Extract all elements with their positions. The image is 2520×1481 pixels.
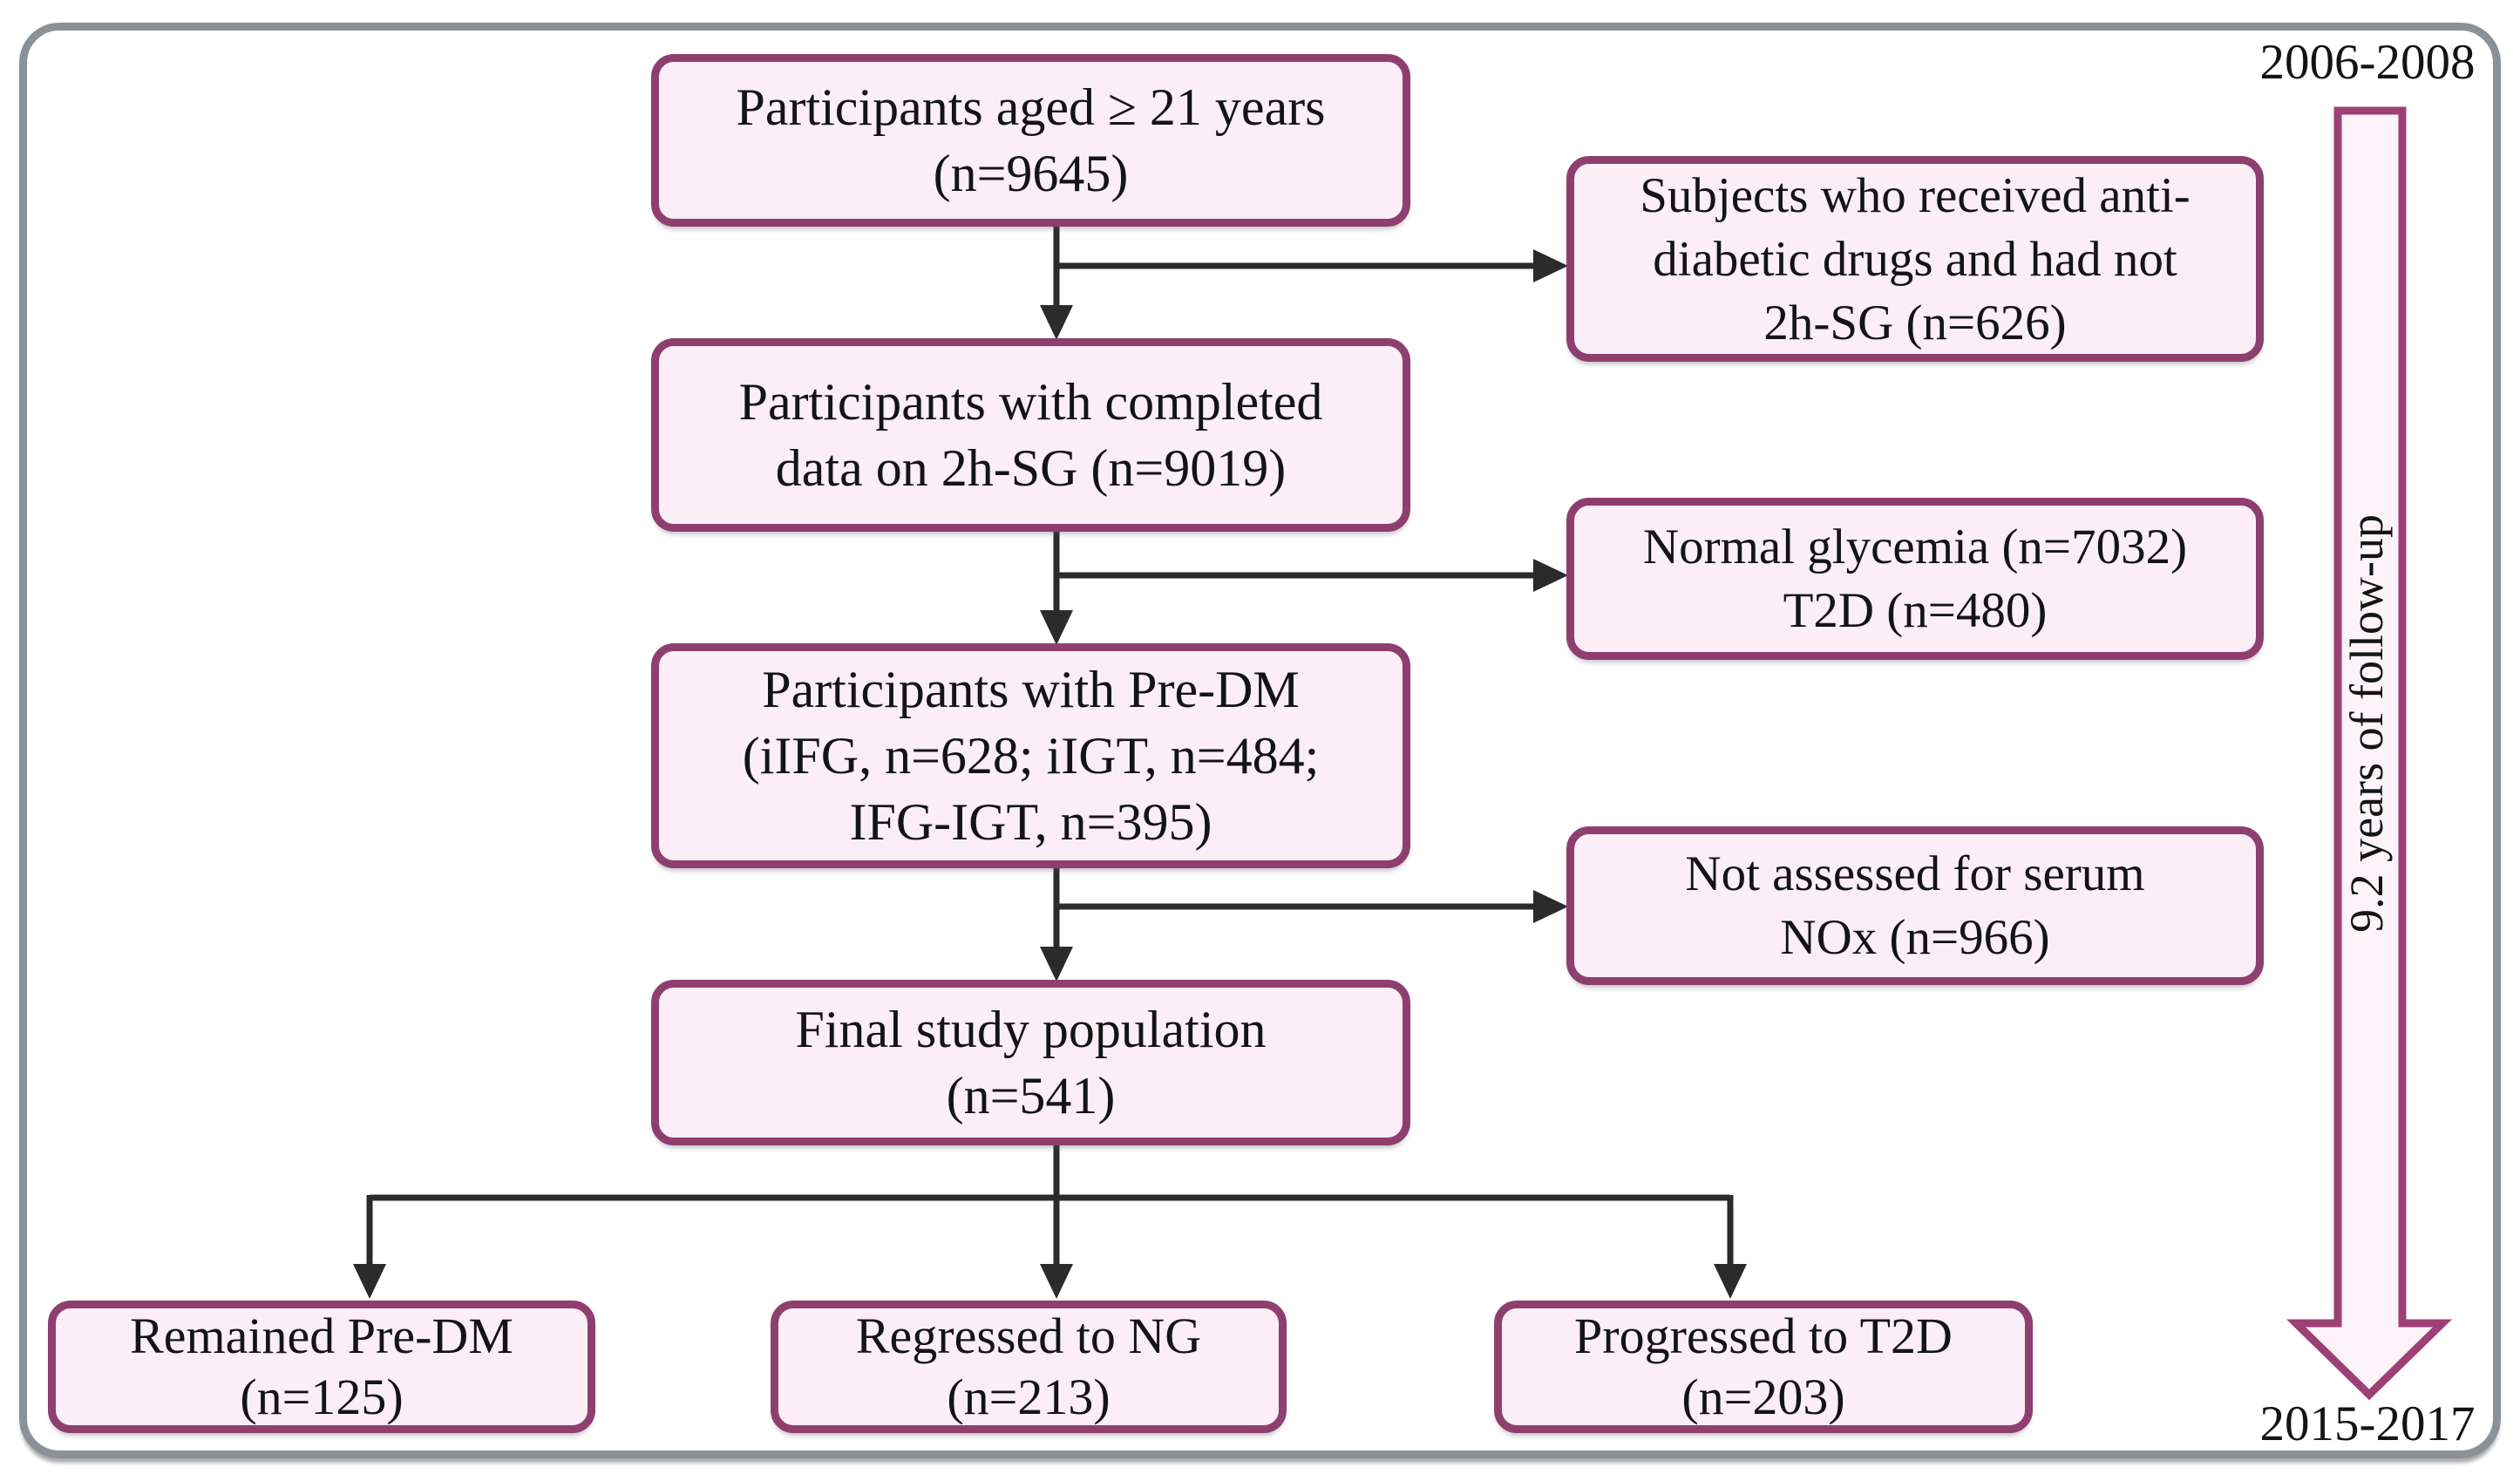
box-final-population: Final study population (n=541): [651, 980, 1410, 1145]
box-text-line: (n=213): [947, 1369, 1111, 1425]
box-outcome-progressed-t2d: Progressed to T2D (n=203): [1494, 1301, 2033, 1433]
box-text-line: Progressed to T2D: [1574, 1308, 1953, 1364]
box-text-line: Not assessed for serum: [1685, 846, 2145, 901]
period-start-label: 2006-2008: [2259, 35, 2476, 90]
box-text-line: T2D (n=480): [1783, 583, 2048, 638]
box-text-line: NOx (n=966): [1780, 910, 2050, 965]
box-outcome-regressed-ng: Regressed to NG (n=213): [771, 1301, 1287, 1433]
box-text-line: (n=541): [946, 1067, 1116, 1124]
box-prediabetes: Participants with Pre-DM (iIFG, n=628; i…: [651, 643, 1410, 868]
followup-duration-label-wrap: 9.2 years of follow-up: [2333, 209, 2401, 1238]
box-text-line: IFG-IGT, n=395): [849, 793, 1212, 851]
period-end-label: 2015-2017: [2259, 1396, 2476, 1451]
box-text-line: Final study population: [795, 1001, 1267, 1058]
box-participants-eligible: Participants aged ≥ 21 years (n=9645): [651, 54, 1410, 227]
box-text-line: Participants aged ≥ 21 years: [736, 78, 1326, 136]
box-completed-2hsg: Participants with completed data on 2h-S…: [651, 338, 1410, 532]
box-text-line: data on 2h-SG (n=9019): [775, 439, 1287, 497]
box-text-line: (iIFG, n=628; iIGT, n=484;: [742, 727, 1320, 785]
box-text-line: diabetic drugs and had not: [1653, 231, 2177, 287]
box-text-line: Participants with completed: [738, 373, 1323, 431]
box-text-line: Regressed to NG: [855, 1308, 1202, 1364]
box-text-line: Participants with Pre-DM: [762, 661, 1300, 718]
box-text-line: (n=203): [1681, 1369, 1845, 1425]
box-outcome-remained-predm: Remained Pre-DM (n=125): [48, 1301, 595, 1433]
followup-duration-label: 9.2 years of follow-up: [2340, 514, 2393, 933]
box-text-line: 2h-SG (n=626): [1763, 295, 2067, 350]
box-text-line: Normal glycemia (n=7032): [1642, 520, 2188, 574]
box-excluded-no-nox: Not assessed for serum NOx (n=966): [1566, 826, 2264, 985]
box-text-line: Subjects who received anti-: [1640, 167, 2191, 223]
box-excluded-antidiabetic: Subjects who received anti- diabetic dru…: [1566, 156, 2264, 362]
box-text-line: (n=125): [240, 1369, 404, 1425]
box-text-line: (n=9645): [933, 145, 1129, 202]
box-excluded-normal-t2d: Normal glycemia (n=7032) T2D (n=480): [1566, 498, 2264, 660]
box-text-line: Remained Pre-DM: [130, 1308, 513, 1364]
